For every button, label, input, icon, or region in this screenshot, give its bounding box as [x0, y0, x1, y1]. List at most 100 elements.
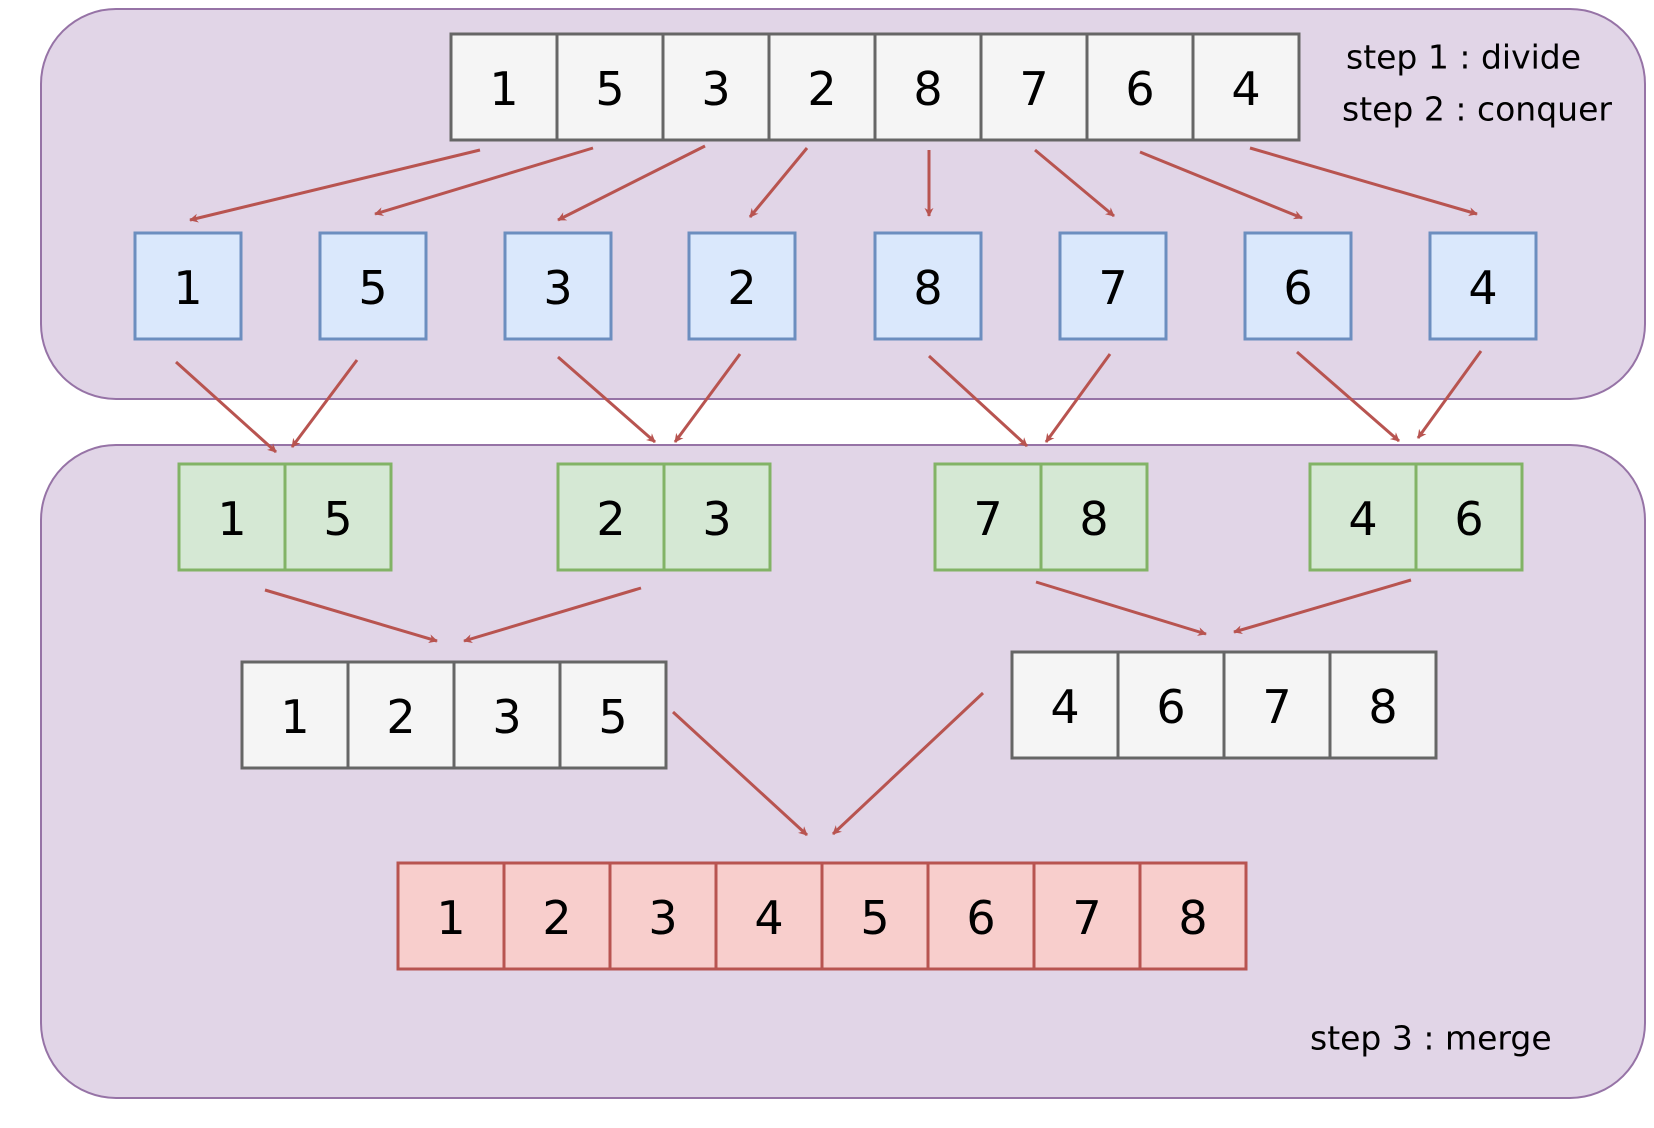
result-array-cell-1-value: 1 [436, 891, 465, 945]
arrow-2 [374, 146, 594, 216]
arrow-1 [189, 148, 481, 223]
input-array-cell-5: 8 [873, 32, 983, 142]
arrow-18 [463, 586, 642, 643]
input-array-cell-5-value: 8 [913, 62, 942, 116]
single-2: 5 [318, 231, 428, 341]
quad-2-cell-3-value: 7 [1262, 680, 1291, 734]
result-array-cell-5-box [820, 861, 930, 971]
arrow-19 [1035, 580, 1207, 636]
quad-2-cell-3: 7 [1222, 650, 1332, 760]
pair-2-cell-1: 2 [556, 462, 666, 572]
input-array-cell-7-box [1085, 32, 1195, 142]
single-5-box [873, 231, 983, 341]
arrow-22 [831, 691, 985, 836]
pair-3-cell-2: 8 [1039, 462, 1149, 572]
single-1-box [133, 231, 243, 341]
result-array-cell-4-value: 4 [754, 891, 783, 945]
single-6-box [1058, 231, 1168, 341]
quad-2-cell-1-value: 4 [1050, 680, 1079, 734]
pair-2-cell-2: 3 [662, 462, 772, 572]
single-6-value: 7 [1098, 261, 1127, 315]
single-1: 1 [133, 231, 243, 341]
pair-2-cell-2-value: 3 [702, 492, 731, 546]
input-array-cell-7-value: 6 [1125, 62, 1154, 116]
single-6: 7 [1058, 231, 1168, 341]
quad-1-cell-1-box [240, 660, 350, 770]
single-8-box [1428, 231, 1538, 341]
arrow-17 [264, 588, 438, 644]
pair-4-cell-1: 4 [1308, 462, 1418, 572]
pair-2-cell-2-box [662, 462, 772, 572]
pair-4-cell-1-value: 4 [1348, 492, 1377, 546]
result-array-cell-3: 3 [608, 861, 718, 971]
quad-2-cell-2-value: 6 [1156, 680, 1185, 734]
result-array-cell-6-value: 6 [966, 891, 995, 945]
input-array-cell-1: 1 [449, 32, 559, 142]
single-8-value: 4 [1468, 261, 1497, 315]
arrow-14 [1044, 353, 1112, 443]
input-array-cell-8-value: 4 [1231, 62, 1260, 116]
input-array-cell-4: 2 [767, 32, 877, 142]
pair-3-cell-1-value: 7 [973, 492, 1002, 546]
pair-1-cell-1-value: 1 [217, 492, 246, 546]
single-2-value: 5 [358, 261, 387, 315]
quad-1-cell-4-value: 5 [598, 690, 627, 744]
input-array-cell-1-value: 1 [489, 62, 518, 116]
quad-1-cell-1: 1 [240, 660, 350, 770]
single-4: 2 [687, 231, 797, 341]
single-4-box [687, 231, 797, 341]
arrow-12 [673, 353, 742, 443]
single-5: 8 [873, 231, 983, 341]
arrow-3 [557, 144, 706, 222]
single-4-value: 2 [727, 261, 756, 315]
single-3-value: 3 [543, 261, 572, 315]
pair-1-cell-2: 5 [283, 462, 393, 572]
arrow-4 [748, 147, 809, 218]
result-array-cell-4-box [714, 861, 824, 971]
quad-1-cell-2-value: 2 [386, 690, 415, 744]
single-7-value: 6 [1283, 261, 1312, 315]
input-array-cell-6-value: 7 [1019, 62, 1048, 116]
pair-4-cell-2-box [1414, 462, 1524, 572]
input-array-cell-3-value: 3 [701, 62, 730, 116]
pair-1-cell-2-value: 5 [323, 492, 352, 546]
result-array-cell-1-box [396, 861, 506, 971]
result-array-cell-6: 6 [926, 861, 1036, 971]
arrow-11 [557, 355, 656, 444]
input-array-cell-2-value: 5 [595, 62, 624, 116]
single-7: 6 [1243, 231, 1353, 341]
input-array-cell-6: 7 [979, 32, 1089, 142]
pair-3-cell-2-value: 8 [1079, 492, 1108, 546]
single-7-box [1243, 231, 1353, 341]
pair-1-cell-1-box [177, 462, 287, 572]
single-1-value: 1 [173, 261, 202, 315]
pair-1-cell-2-box [283, 462, 393, 572]
step-merge-label: step 3 : merge [1310, 1019, 1552, 1058]
pair-2-cell-1-box [556, 462, 666, 572]
input-array-cell-5-box [873, 32, 983, 142]
quad-1-cell-2: 2 [346, 660, 456, 770]
result-array-cell-8: 8 [1138, 861, 1248, 971]
input-array-cell-3: 3 [661, 32, 771, 142]
single-3-box [503, 231, 613, 341]
input-array-cell-2: 5 [555, 32, 665, 142]
input-array-cell-7: 6 [1085, 32, 1195, 142]
quad-1-cell-1-value: 1 [280, 690, 309, 744]
pair-4-cell-2-value: 6 [1454, 492, 1483, 546]
pair-1-cell-1: 1 [177, 462, 287, 572]
input-array-cell-1-box [449, 32, 559, 142]
pair-4-cell-1-box [1308, 462, 1418, 572]
result-array-cell-8-value: 8 [1178, 891, 1207, 945]
step-divide-label: step 1 : divide [1346, 38, 1581, 77]
quad-2-cell-2-box [1116, 650, 1226, 760]
result-array-cell-5-value: 5 [860, 891, 889, 945]
arrow-9 [174, 360, 278, 454]
input-array-cell-4-value: 2 [807, 62, 836, 116]
result-array-cell-6-box [926, 861, 1036, 971]
arrow-6 [1034, 148, 1115, 218]
pair-2-cell-1-value: 2 [596, 492, 625, 546]
single-8: 4 [1428, 231, 1538, 341]
arrow-16 [1416, 350, 1483, 439]
